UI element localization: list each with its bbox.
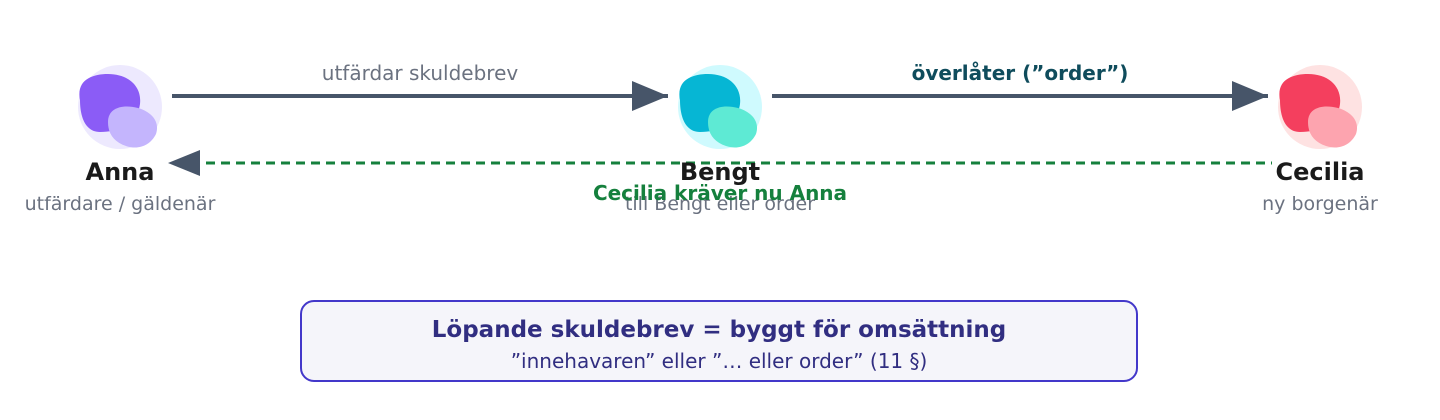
issue-arrow (172, 81, 668, 111)
transfer-arrow (772, 81, 1268, 111)
anna-role: utfärdare / gäldenär (25, 193, 216, 215)
claim-arrow-label: Cecilia kräver nu Anna (593, 181, 847, 205)
summary-note: Löpande skuldebrev = byggt för omsättnin… (300, 300, 1138, 382)
claim-arrow (168, 150, 1272, 176)
bengt-avatar-icon (678, 65, 762, 149)
bengt-name: Bengt (680, 158, 760, 186)
anna-avatar-icon (78, 65, 162, 149)
cecilia-role: ny borgenär (1262, 193, 1378, 215)
cecilia-avatar-icon (1278, 65, 1362, 149)
transfer-arrow-label: överlåter (”order”) (912, 61, 1129, 85)
bengt-role: till Bengt eller order (625, 193, 815, 215)
issue-arrow-label: utfärdar skuldebrev (322, 61, 519, 85)
anna-name: Anna (86, 158, 155, 186)
note-subtitle: ”innehavaren” eller ”… eller order” (11 … (510, 349, 928, 373)
cecilia-name: Cecilia (1276, 158, 1365, 186)
note-title: Löpande skuldebrev = byggt för omsättnin… (431, 317, 1007, 343)
